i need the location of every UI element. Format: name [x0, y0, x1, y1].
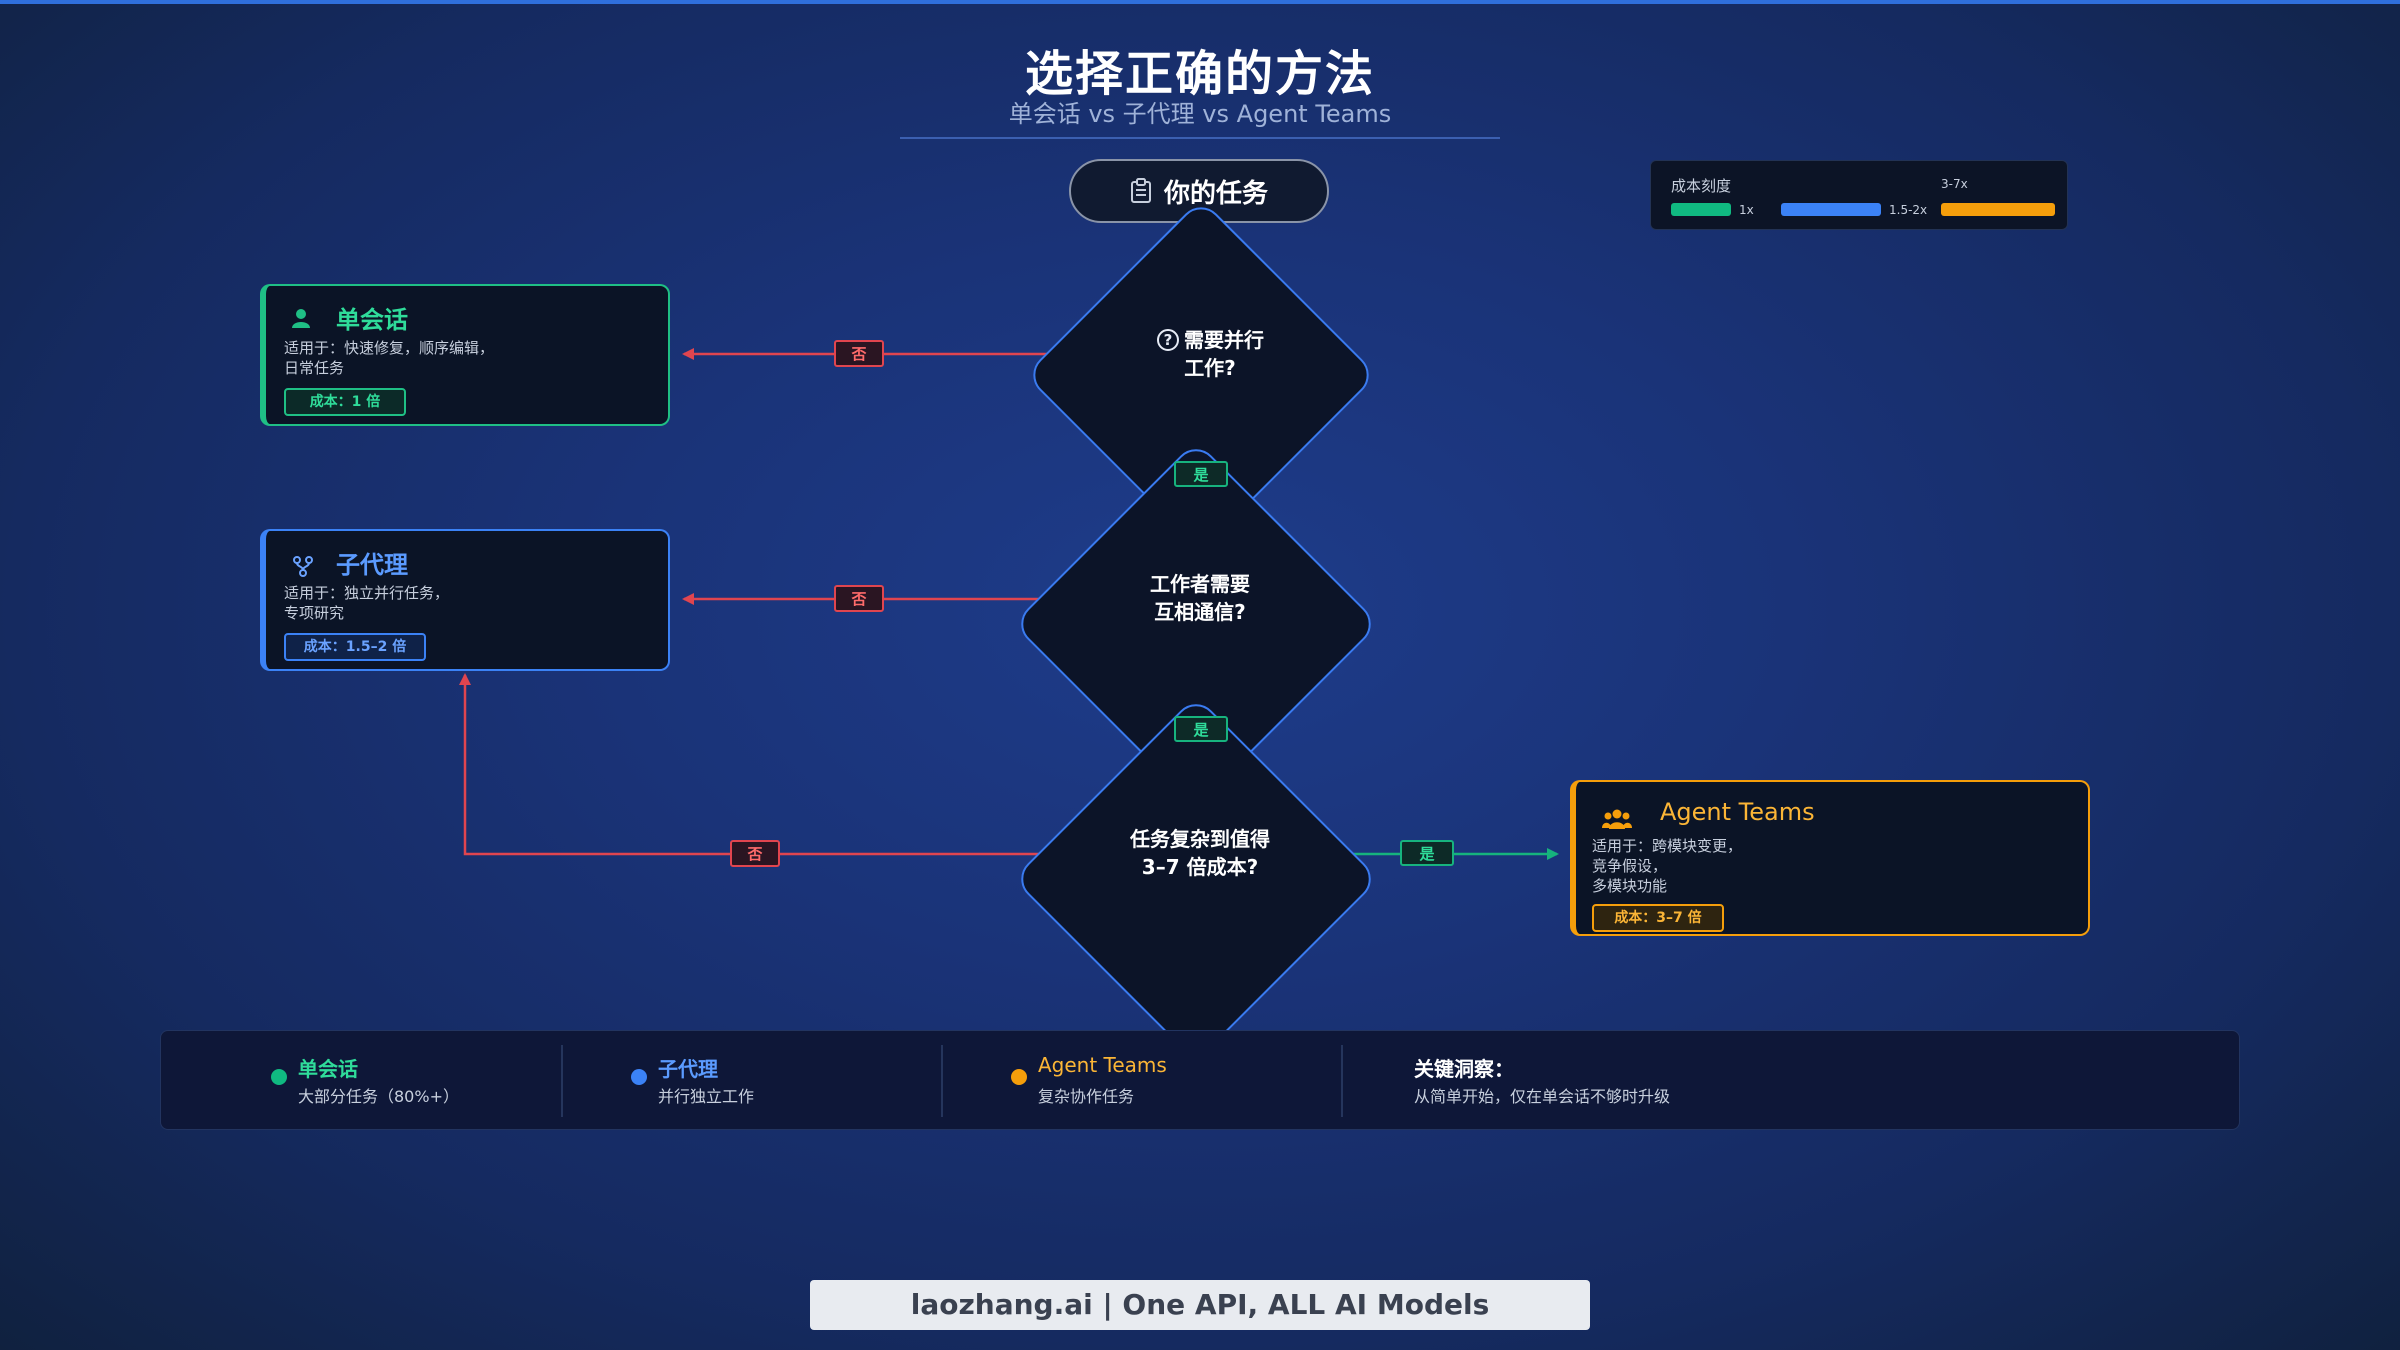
decision-communicate-label: 工作者需要 互相通信?	[1150, 572, 1250, 624]
summary-single-title: 单会话	[298, 1057, 358, 1081]
summary-subagent-dot	[631, 1069, 647, 1085]
svg-text:?: ?	[1164, 331, 1173, 349]
teams-cost-badge: 成本：3–7 倍	[1592, 904, 1724, 932]
legend-bar-1x	[1671, 203, 1731, 216]
legend-label-1x: 1x	[1739, 203, 1754, 217]
single-title: 单会话	[336, 306, 408, 334]
edge-label-yes-1: 是	[1174, 461, 1228, 487]
legend-label-1-5-2x: 1.5-2x	[1889, 203, 1928, 217]
cost-scale-legend: 成本刻度 1x 1.5-2x 3-7x	[1650, 160, 2068, 230]
summary-teams-sub: 复杂协作任务	[1038, 1087, 1135, 1106]
question-circle-icon: ?	[1157, 329, 1179, 351]
edge-label-no-3: 否	[730, 840, 780, 867]
edge-label-no-1: 否	[834, 340, 884, 367]
summary-single-sub: 大部分任务（80%+）	[298, 1087, 459, 1106]
summary-insight-sub: 从简单开始，仅在单会话不够时升级	[1414, 1087, 1671, 1106]
outcome-subagent: 子代理 适用于：独立并行任务， 专项研究 成本：1.5–2 倍	[260, 529, 670, 671]
branch-icon	[293, 556, 313, 577]
edge-label-yes-3: 是	[1400, 840, 1454, 866]
teams-desc: 适用于：跨模块变更， 竞争假设， 多模块功能	[1592, 837, 1743, 895]
top-accent-line	[0, 0, 2400, 4]
title-divider	[900, 137, 1500, 139]
summary-bar: 单会话 大部分任务（80%+） 子代理 并行独立工作 Agent Teams 复…	[160, 1030, 2240, 1130]
summary-divider	[561, 1045, 563, 1117]
outcome-agent-teams: Agent Teams 适用于：跨模块变更， 竞争假设， 多模块功能 成本：3–…	[1570, 780, 2090, 936]
summary-divider	[1341, 1045, 1343, 1117]
summary-divider	[941, 1045, 943, 1117]
legend-label-3-7x: 3-7x	[1941, 177, 1968, 191]
user-icon	[292, 309, 310, 328]
summary-teams-title: Agent Teams	[1038, 1053, 1167, 1077]
outcome-single-session: 单会话 适用于：快速修复，顺序编辑， 日常任务 成本：1 倍	[260, 284, 670, 426]
start-label: 你的任务	[1163, 178, 1268, 209]
edge-label-no-2: 否	[834, 585, 884, 612]
edge-label-yes-2: 是	[1174, 716, 1228, 742]
edge-q3-no	[459, 673, 1104, 856]
subagent-title: 子代理	[336, 551, 408, 579]
group-icon	[1602, 809, 1632, 829]
decision-complexity-label: 任务复杂到值得 3–7 倍成本?	[1130, 827, 1270, 879]
legend-title: 成本刻度	[1671, 177, 1732, 195]
footer-banner: laozhang.ai | One API, ALL AI Models	[810, 1280, 1590, 1330]
summary-subagent-title: 子代理	[658, 1057, 718, 1081]
legend-bar-3-7x	[1941, 203, 2055, 216]
single-cost-badge: 成本：1 倍	[284, 388, 406, 416]
summary-single-dot	[271, 1069, 287, 1085]
page-subtitle: 单会话 vs 子代理 vs Agent Teams	[1008, 100, 1392, 128]
decision-parallel-label: ? 需要并行 工作?	[1110, 326, 1310, 382]
subagent-desc: 适用于：独立并行任务， 专项研究	[284, 584, 450, 622]
single-desc: 适用于：快速修复，顺序编辑， 日常任务	[284, 339, 495, 377]
clipboard-icon	[1130, 178, 1151, 203]
teams-title: Agent Teams	[1660, 798, 1815, 826]
legend-bar-1-5-2x	[1781, 203, 1881, 216]
summary-teams-dot	[1011, 1069, 1027, 1085]
summary-subagent-sub: 并行独立工作	[658, 1087, 755, 1106]
page-title: 选择正确的方法	[1024, 46, 1375, 102]
summary-insight-title: 关键洞察：	[1414, 1057, 1514, 1081]
subagent-cost-badge: 成本：1.5–2 倍	[284, 633, 426, 661]
